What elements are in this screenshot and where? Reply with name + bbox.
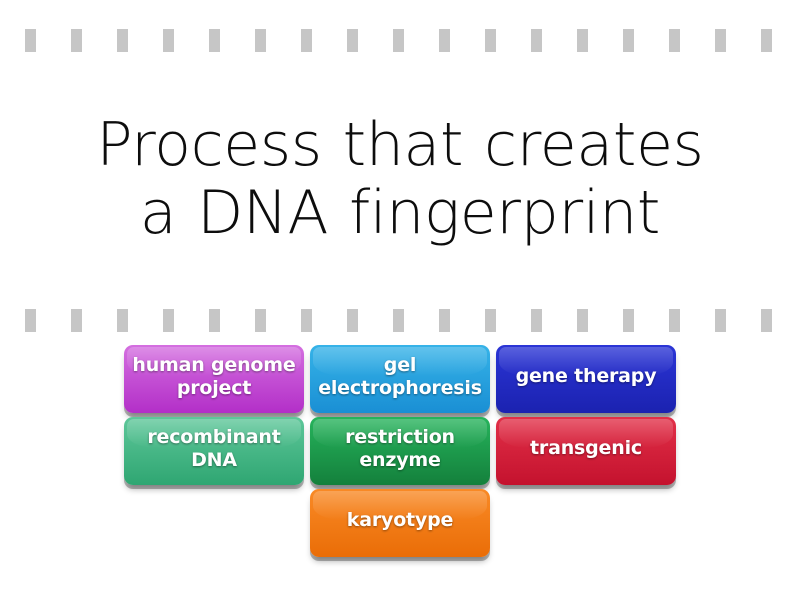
separator-dash — [117, 29, 128, 52]
answer-tile-human-genome-project[interactable]: human genome project — [124, 345, 304, 413]
separator-dash — [393, 29, 404, 52]
separator-dash — [623, 309, 634, 332]
answer-row: human genome project gel electrophoresis g… — [124, 345, 676, 413]
separator-dash — [301, 309, 312, 332]
answer-row: recombinant DNA restriction enzyme transge… — [124, 417, 676, 485]
separator-dash — [71, 29, 82, 52]
separator-dash — [577, 29, 588, 52]
answer-tile-restriction-enzyme[interactable]: restriction enzyme — [310, 417, 490, 485]
dashed-separator-middle — [0, 309, 800, 332]
answer-tile-gene-therapy[interactable]: gene therapy — [496, 345, 676, 413]
answer-tile-karyotype[interactable]: karyotype — [310, 489, 490, 557]
question-area: Process that creates a DNA fingerprint — [0, 62, 800, 297]
separator-dash — [531, 29, 542, 52]
separator-dash — [393, 309, 404, 332]
answer-tile-transgenic[interactable]: transgenic — [496, 417, 676, 485]
dashed-separator-top — [0, 29, 800, 52]
answer-tile-label: recombinant DNA — [147, 426, 281, 471]
separator-dash — [715, 29, 726, 52]
separator-dash — [715, 309, 726, 332]
answer-tile-label: transgenic — [530, 437, 642, 460]
separator-dash — [163, 29, 174, 52]
separator-dash — [485, 29, 496, 52]
answer-tile-label: human genome project — [132, 354, 296, 399]
separator-dash — [255, 29, 266, 52]
answer-tile-label: restriction enzyme — [345, 426, 455, 471]
separator-dash — [485, 309, 496, 332]
answer-tile-label: gene therapy — [515, 365, 657, 388]
question-text: Process that creates a DNA fingerprint — [96, 110, 704, 248]
separator-dash — [347, 309, 358, 332]
separator-dash — [25, 29, 36, 52]
separator-dash — [577, 309, 588, 332]
separator-dash — [669, 29, 680, 52]
separator-dash — [117, 309, 128, 332]
answer-row: karyotype — [310, 489, 490, 557]
separator-dash — [255, 309, 266, 332]
separator-dash — [209, 29, 220, 52]
separator-dash — [25, 309, 36, 332]
separator-dash — [347, 29, 358, 52]
answer-tile-recombinant-dna[interactable]: recombinant DNA — [124, 417, 304, 485]
separator-dash — [761, 29, 772, 52]
separator-dash — [761, 309, 772, 332]
separator-dash — [71, 309, 82, 332]
separator-dash — [209, 309, 220, 332]
answer-tile-gel-electrophoresis[interactable]: gel electrophoresis — [310, 345, 490, 413]
answer-options-group: human genome project gel electrophoresis g… — [0, 345, 800, 557]
separator-dash — [531, 309, 542, 332]
separator-dash — [439, 309, 450, 332]
answer-tile-label: karyotype — [346, 509, 454, 532]
separator-dash — [669, 309, 680, 332]
separator-dash — [163, 309, 174, 332]
separator-dash — [301, 29, 312, 52]
separator-dash — [623, 29, 634, 52]
answer-tile-label: gel electrophoresis — [318, 354, 482, 399]
separator-dash — [439, 29, 450, 52]
